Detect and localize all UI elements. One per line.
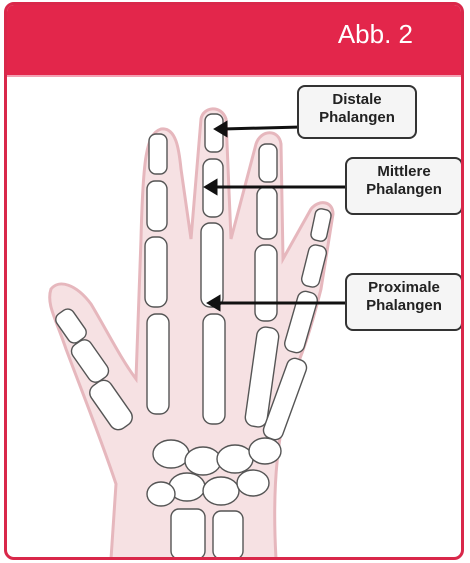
label-distal-phalanges: Distale Phalangen <box>297 85 417 139</box>
label-proximal-line2: Phalangen <box>347 297 461 315</box>
header-bar: Abb. 2 <box>7 5 461 75</box>
label-distal-line1: Distale <box>299 91 415 109</box>
label-proximal-line1: Proximale <box>347 279 461 297</box>
figure-title: Abb. 2 <box>338 19 413 50</box>
figure-card: Abb. 2 <box>4 2 464 560</box>
label-distal-line2: Phalangen <box>299 109 415 127</box>
label-middle-line1: Mittlere <box>347 163 461 181</box>
label-middle-phalanges: Mittlere Phalangen <box>345 157 463 215</box>
label-proximal-phalanges: Proximale Phalangen <box>345 273 463 331</box>
header-divider <box>7 75 461 77</box>
label-middle-line2: Phalangen <box>347 181 461 199</box>
